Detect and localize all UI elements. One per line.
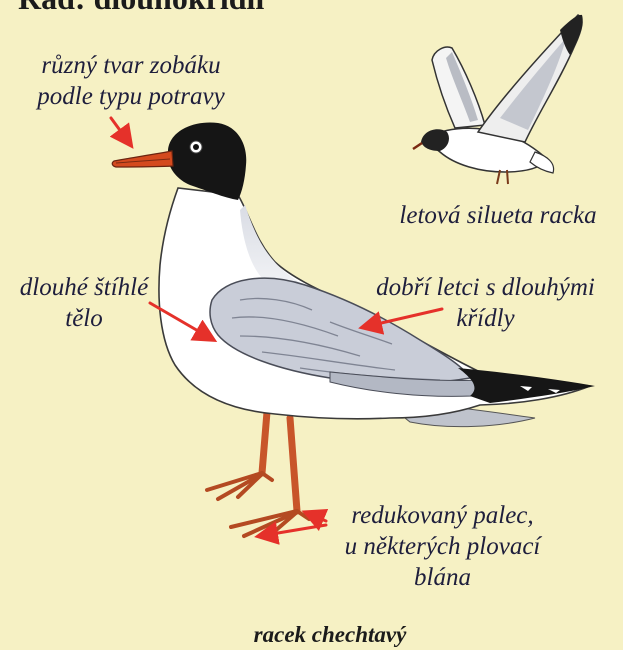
wings-label: dobří letci s dlouhými křídly [353, 272, 618, 334]
web-arrow [260, 525, 326, 536]
feet-label-line: u některých plovací [320, 531, 565, 562]
flying-gull [413, 15, 583, 184]
wings-label-line: křídly [353, 303, 618, 334]
body-label: dlouhé štíhlé tělo [5, 272, 163, 334]
gull-right-leg [290, 418, 297, 511]
body-label-line: dlouhé štíhlé [5, 272, 163, 303]
gull-left-foot [207, 473, 272, 499]
body-label-line: tělo [5, 303, 163, 334]
flying-gull-leg [507, 170, 508, 184]
feet-label-line: blána [320, 562, 565, 593]
beak-label-line: různý tvar zobáku [0, 50, 262, 81]
order-title: Řád: dlouhokřídlí [18, 0, 264, 18]
flying-gull-head [421, 129, 449, 151]
flight-silhouette-label: letová silueta racka [378, 200, 618, 231]
beak-label-line: podle typu potravy [0, 81, 262, 112]
flying-gull-tail [530, 152, 554, 173]
flying-gull-beak [413, 143, 422, 149]
gull-left-leg [262, 412, 267, 473]
wings-label-line: dobří letci s dlouhými [353, 272, 618, 303]
gull-primaries-black-tips [458, 368, 595, 403]
gull-eye [193, 144, 199, 150]
beak-label: různý tvar zobáku podle typu potravy [0, 50, 262, 112]
flight-silhouette-label-line: letová silueta racka [378, 200, 618, 231]
feet-label-line: redukovaný palec, [320, 500, 565, 531]
feet-label: redukovaný palec, u některých plovací bl… [320, 500, 565, 593]
beak-arrow [111, 118, 130, 144]
species-caption: racek chechtavý [200, 620, 460, 650]
